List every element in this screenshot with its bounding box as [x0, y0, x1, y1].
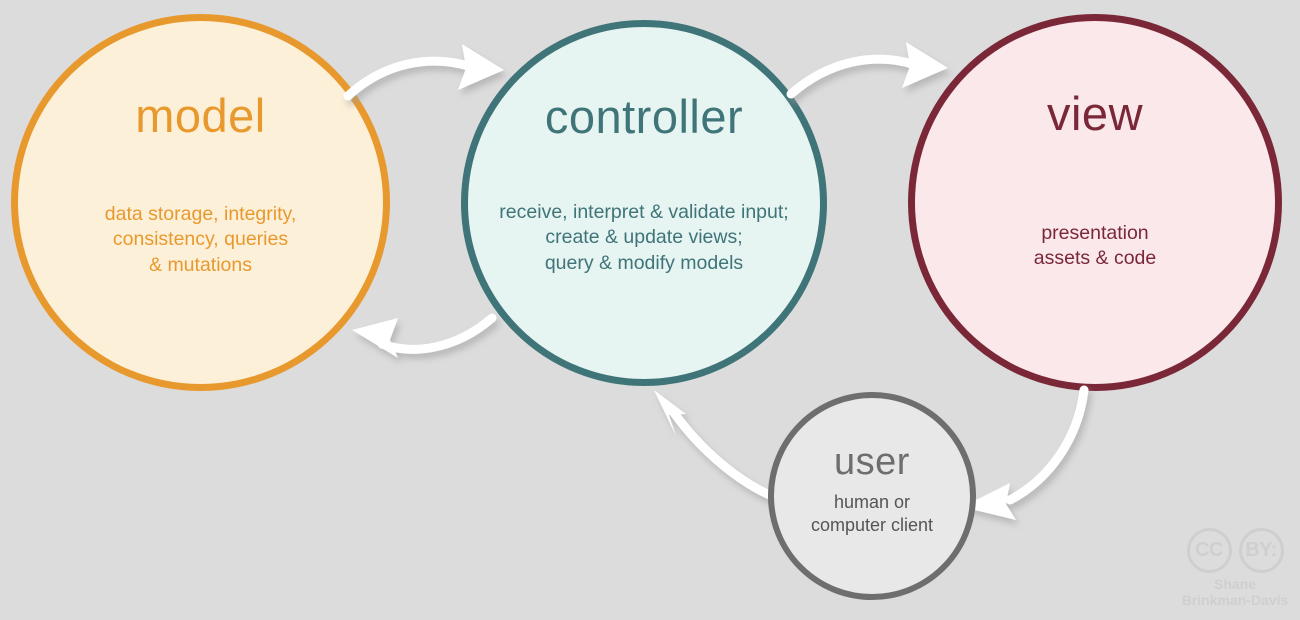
- node-model-title: model: [135, 89, 266, 142]
- node-controller-title: controller: [544, 90, 744, 143]
- arrow-controller-to-view: [786, 42, 948, 99]
- node-view-description: presentation assets & code: [1033, 222, 1157, 270]
- node-user-title: user: [834, 441, 910, 483]
- node-model[interactable]: model data storage, integrity, consisten…: [11, 14, 390, 391]
- node-user-description: human or computer client: [810, 492, 934, 536]
- arrow-view-to-user: [962, 385, 1089, 520]
- node-controller-description: receive, interpret & validate input; cre…: [499, 201, 789, 274]
- node-view-title: view: [1046, 87, 1144, 140]
- arrow-controller-to-model: [352, 313, 497, 358]
- node-model-description: data storage, integrity, consistency, qu…: [104, 203, 297, 276]
- arrow-user-to-controller: [654, 390, 787, 505]
- attribution-icon: BY:: [1238, 528, 1284, 573]
- arrow-model-to-controller: [343, 44, 504, 101]
- node-controller[interactable]: controller receive, interpret & validate…: [461, 20, 827, 386]
- creative-commons-watermark: CC BY: Shane Brinkman-Davis: [1176, 528, 1294, 608]
- node-view[interactable]: view presentation assets & code: [908, 14, 1282, 391]
- node-user[interactable]: user human or computer client: [768, 392, 976, 600]
- author-credit: Shane Brinkman-Davis: [1181, 576, 1289, 609]
- creative-commons-icon: CC: [1186, 528, 1232, 573]
- cc-license-marks: CC BY:: [1186, 528, 1284, 573]
